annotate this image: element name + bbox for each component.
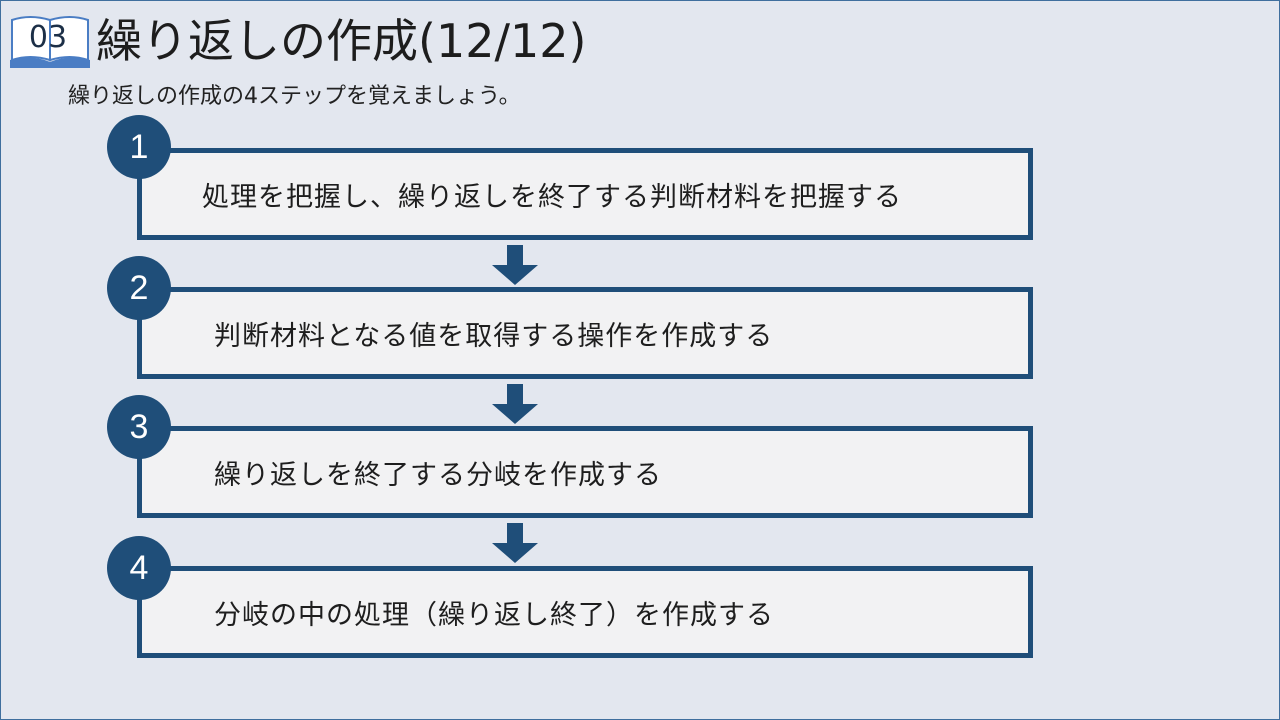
step-number-badge: 4 <box>107 536 171 600</box>
section-number: 03 <box>28 20 68 55</box>
down-arrow-icon <box>492 523 538 563</box>
step-box-4: 分岐の中の処理（繰り返し終了）を作成する <box>137 566 1033 658</box>
step-number-badge: 2 <box>107 256 171 320</box>
step-number-badge: 3 <box>107 395 171 459</box>
page-title: 繰り返しの作成(12/12) <box>96 14 587 68</box>
section-badge: 03 <box>10 14 92 68</box>
page-subtitle: 繰り返しの作成の4ステップを覚えましょう。 <box>68 84 521 109</box>
step-text: 処理を把握し、繰り返しを終了する判断材料を把握する <box>202 181 902 213</box>
down-arrow-icon <box>492 245 538 285</box>
step-box-2: 判断材料となる値を取得する操作を作成する <box>137 287 1033 379</box>
step-number-badge: 1 <box>107 115 171 179</box>
down-arrow-icon <box>492 384 538 424</box>
step-box-3: 繰り返しを終了する分岐を作成する <box>137 426 1033 518</box>
step-text: 判断材料となる値を取得する操作を作成する <box>214 320 774 352</box>
step-text: 繰り返しを終了する分岐を作成する <box>214 459 662 491</box>
step-text: 分岐の中の処理（繰り返し終了）を作成する <box>214 599 774 631</box>
step-box-1: 処理を把握し、繰り返しを終了する判断材料を把握する <box>137 148 1033 240</box>
open-book-icon <box>10 16 90 68</box>
